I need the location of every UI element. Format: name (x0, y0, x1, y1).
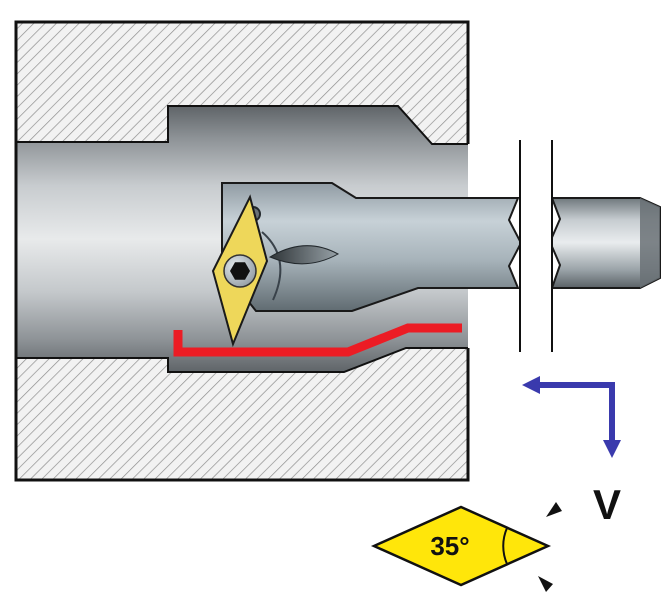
machined-profile-line (173, 323, 462, 357)
boring-bar (211, 140, 661, 352)
shank-end-face (640, 198, 660, 288)
left-arrow-icon (522, 376, 540, 394)
angle-pointer-icon (538, 576, 553, 592)
down-arrow-icon (603, 440, 621, 458)
feed-direction-arrows (522, 376, 621, 458)
workpiece-border (14, 20, 470, 482)
break-gap (521, 140, 551, 352)
bore-contour (16, 105, 468, 373)
angle-pointer-icon (546, 502, 562, 517)
insert-angle-symbol: 35° (370, 502, 562, 592)
insert-angle-label: 35° (430, 531, 469, 561)
boring-bar-head-section (221, 182, 523, 312)
velocity-label: V (593, 481, 621, 528)
chip-breaker-groove (268, 245, 340, 265)
insert-pocket-edge (261, 231, 282, 301)
insert-symbol-diamond (370, 505, 552, 587)
angle-arc (502, 527, 508, 565)
feed-arrow-lines (538, 382, 615, 442)
hex-socket-icon (230, 262, 250, 280)
